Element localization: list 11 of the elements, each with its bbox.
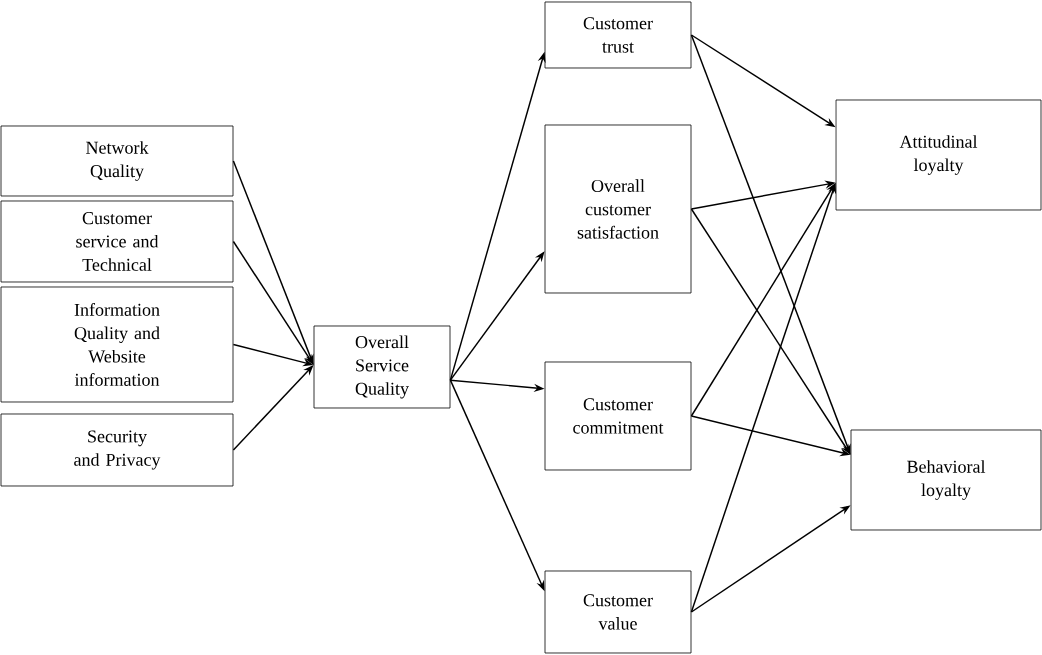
concept-box: Overall customer satisfaction [544,124,692,294]
concept-box: Security and Privacy [0,413,234,487]
concept-box: Information Quality and Website information [0,286,234,403]
concept-box: Network Quality [0,125,234,197]
concept-box: Overall Service Quality [313,325,451,409]
concept-box: Customer value [544,570,692,654]
concept-box: Customer trust [544,1,692,69]
concept-box: Customer service and Technical [0,200,234,283]
concept-box: Customer commitment [544,361,692,471]
concept-box: Behavioral loyalty [850,429,1042,531]
concept-box: Attitudinal loyalty [835,99,1042,211]
